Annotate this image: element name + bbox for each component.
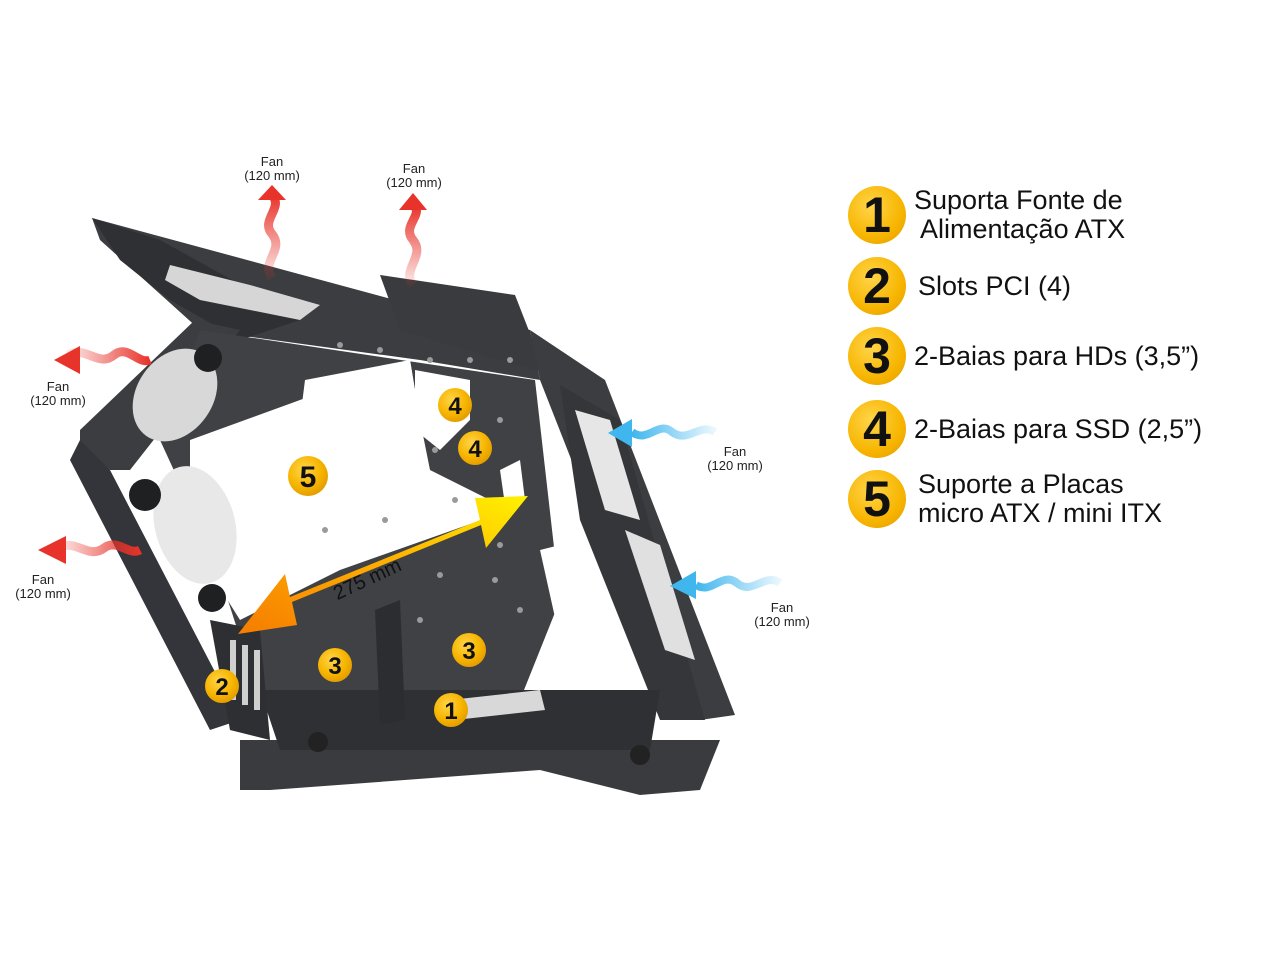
fan-label-right-lower: Fan(120 mm) (754, 600, 810, 629)
legend-item-3-line1: 2-Baias para HDs (3,5”) (914, 340, 1200, 371)
marker-4-lower: 4 (458, 431, 492, 465)
legend-item-4: 4 2-Baias para SSD (2,5”) (848, 400, 1202, 458)
legend-item-3: 3 2-Baias para HDs (3,5”) (848, 327, 1199, 385)
fan-label-left-upper: Fan(120 mm) (30, 379, 86, 408)
marker-2: 2 (205, 669, 239, 703)
fan-label-left-lower: Fan(120 mm) (15, 572, 71, 601)
legend-badge-1: 1 (848, 186, 906, 244)
exhaust-arrow-top-right (399, 193, 427, 288)
legend-item-1: 1 Suporta Fonte de Alimentação ATX (848, 186, 1125, 244)
svg-text:1: 1 (444, 698, 457, 725)
svg-text:3: 3 (462, 638, 475, 665)
marker-4-upper: 4 (438, 388, 472, 422)
legend-item-4-line1: 2-Baias para SSD (2,5”) (914, 413, 1203, 444)
marker-3-left: 3 (318, 648, 352, 682)
case-markers: 5 4 4 3 3 2 1 (205, 388, 492, 727)
marker-5: 5 (288, 456, 328, 496)
legend-item-1-line1: Suporta Fonte de (914, 185, 1123, 215)
exhaust-arrow-left-upper (54, 346, 152, 374)
exhaust-arrow-top-left (258, 185, 286, 281)
legend-badge-5: 5 (848, 470, 906, 528)
legend-badge-3: 3 (848, 327, 906, 385)
svg-text:2: 2 (215, 674, 228, 701)
fan-label-top-right: Fan(120 mm) (386, 161, 442, 190)
legend-badge-4: 4 (848, 400, 906, 458)
legend-badge-2: 2 (848, 257, 906, 315)
svg-text:4: 4 (448, 393, 462, 420)
fan-label-right-upper: Fan(120 mm) (707, 444, 763, 473)
intake-arrow-right-lower (670, 571, 783, 599)
case-body (70, 218, 735, 795)
exhaust-arrow-left-lower (38, 536, 143, 564)
svg-text:3: 3 (328, 653, 341, 680)
marker-3-right: 3 (452, 633, 486, 667)
legend-item-2-line1: Slots PCI (4) (918, 270, 1072, 301)
marker-1: 1 (434, 693, 468, 727)
legend-item-2: 2 Slots PCI (4) (848, 257, 1071, 315)
fan-label-top-left: Fan(120 mm) (244, 154, 300, 183)
svg-text:5: 5 (300, 461, 317, 494)
legend-item-5: 5 Suporte a Placas micro ATX / mini ITX (848, 470, 1162, 528)
svg-text:4: 4 (468, 436, 482, 463)
legend-item-1-line2: Alimentação ATX (920, 214, 1126, 244)
intake-arrow-right-upper (608, 419, 718, 447)
legend-item-5-line1: Suporte a Placas (918, 469, 1124, 499)
legend-item-5-line2: micro ATX / mini ITX (918, 498, 1163, 528)
